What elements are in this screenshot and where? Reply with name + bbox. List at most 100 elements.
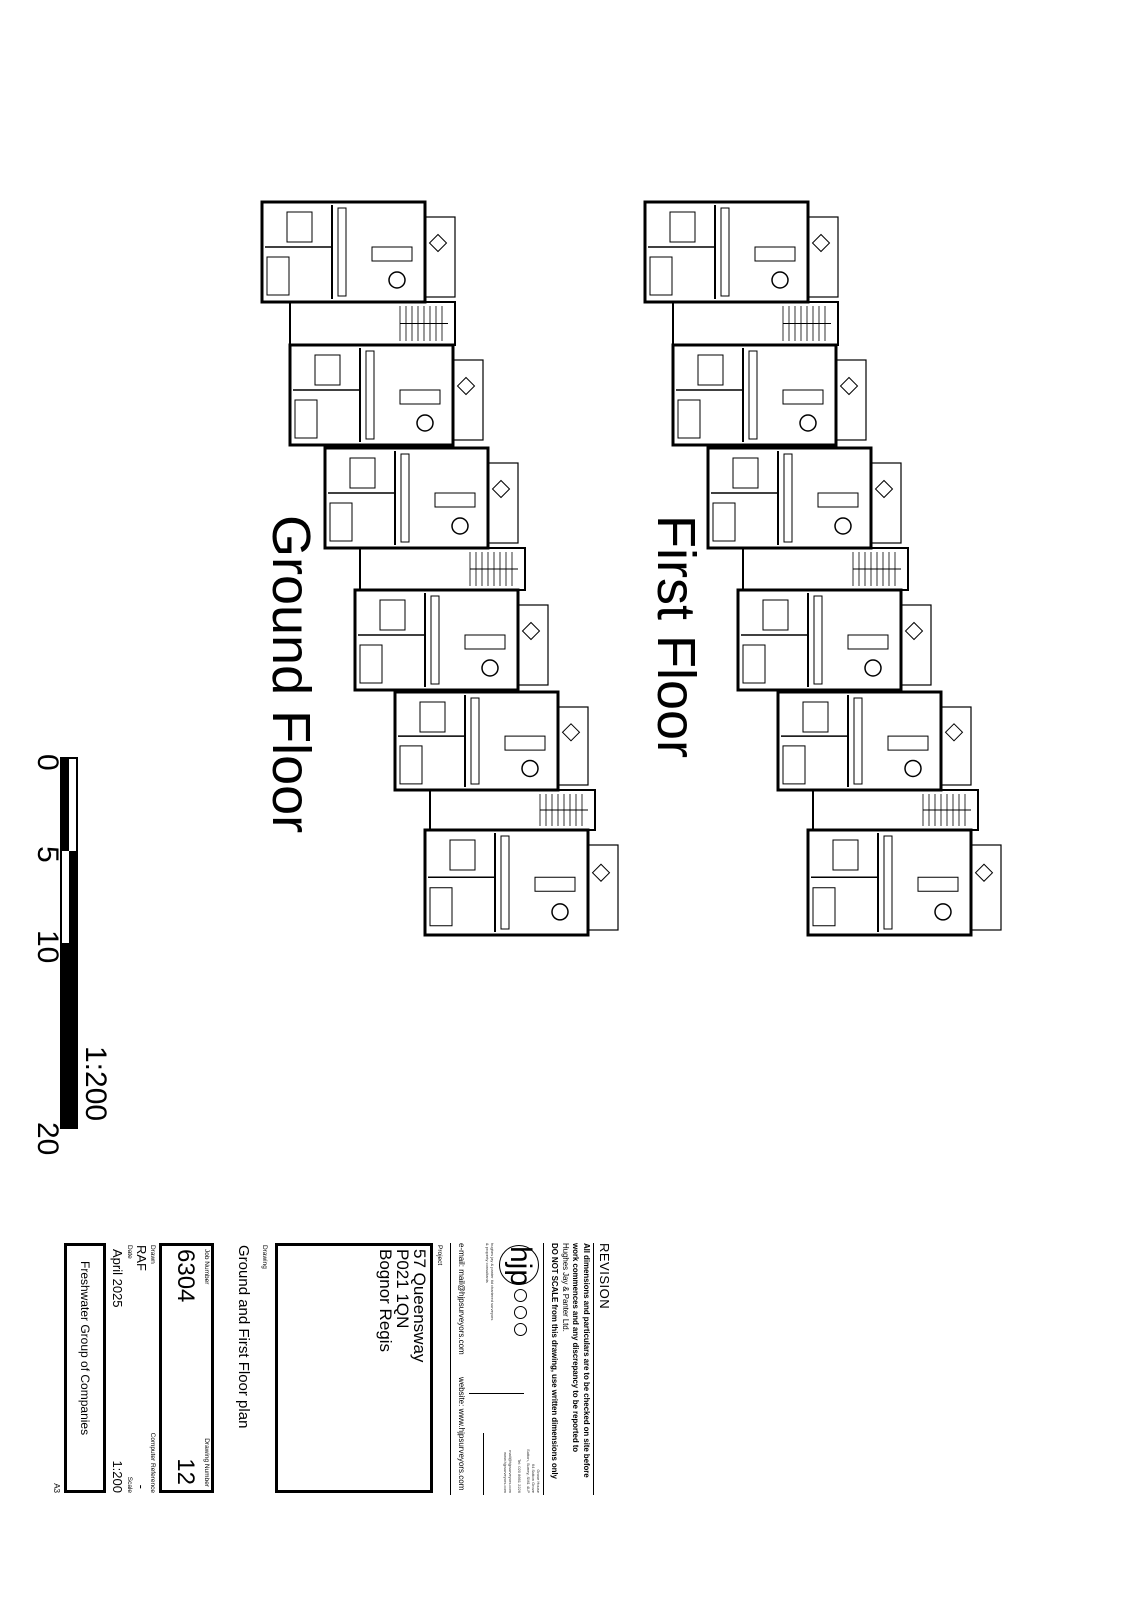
drawing-number: 12: [172, 1458, 199, 1485]
address-line: www.hjpsurveyors.com: [503, 1452, 508, 1493]
dining-table: [834, 517, 852, 535]
balcony-chair: [944, 723, 964, 742]
kitchen-counter: [748, 350, 758, 440]
website-text: website: www.hjpsurveyors.com: [457, 1377, 466, 1491]
dining-table: [799, 414, 817, 432]
disclaimer-text-1: All dimensions and particulars are to be…: [571, 1243, 592, 1478]
bath: [812, 887, 836, 927]
balcony-chair: [974, 863, 994, 882]
balcony-chair: [591, 863, 611, 882]
bed: [669, 211, 696, 243]
bed: [802, 701, 829, 733]
sofa: [504, 735, 546, 751]
ground-floor-label: Ground Floor: [261, 515, 321, 834]
project-line: 57 Queensway: [410, 1249, 429, 1363]
balcony-chair: [521, 621, 541, 641]
dining-table: [388, 271, 406, 289]
drawn-label: Drawn: [149, 1245, 156, 1264]
project-line: P021 1QN: [393, 1249, 412, 1329]
balcony: [517, 604, 549, 686]
bed: [314, 354, 341, 386]
sofa: [534, 876, 576, 892]
sofa: [754, 246, 796, 262]
dining-table: [481, 659, 499, 677]
divider: [450, 1243, 451, 1495]
sofa: [917, 876, 959, 892]
bed: [349, 457, 376, 489]
address-line: Tel: 020 8661 2226: [517, 1458, 522, 1493]
project-line: Bognor Regis: [376, 1249, 395, 1353]
sofa: [434, 492, 476, 508]
job-number-label: Job Number: [203, 1249, 210, 1285]
kitchen-counter: [365, 350, 375, 440]
sofa: [847, 634, 889, 650]
sofa: [371, 246, 413, 262]
drawing-number-label: Drawing Number: [203, 1438, 210, 1487]
disclaimer-company: Hughes Jay & Panter Ltd.: [561, 1243, 570, 1332]
stair-core: [429, 789, 596, 831]
address-line: Grove House: [536, 1469, 541, 1493]
bed: [449, 839, 476, 871]
dining-table: [934, 903, 952, 921]
dining-table: [771, 271, 789, 289]
kitchen-counter: [400, 453, 410, 543]
stair-core: [359, 547, 526, 591]
email-text: e-mail: mail@hjpsurveyors.com: [457, 1243, 466, 1355]
scale-tick-10: 10: [31, 930, 64, 964]
balcony: [557, 706, 589, 786]
balcony-chair: [456, 376, 476, 396]
bath: [677, 399, 701, 439]
bed: [419, 701, 446, 733]
kitchen-counter: [337, 207, 347, 297]
date-value: April 2025: [110, 1249, 125, 1308]
balcony: [587, 844, 619, 931]
stair-core: [672, 301, 839, 346]
dining-table: [451, 517, 469, 535]
company-address: Grove House 64 Sutton Grove Sutton, Surr…: [503, 1433, 541, 1493]
balcony: [487, 462, 519, 544]
kitchen-counter: [883, 835, 893, 930]
divider: [543, 1243, 544, 1495]
kitchen-counter: [853, 697, 863, 785]
divider: [483, 1433, 484, 1495]
dining-table: [416, 414, 434, 432]
balcony: [835, 359, 867, 441]
computer-reference-label: Computer Reference: [149, 1432, 156, 1493]
sofa: [782, 389, 824, 405]
sheet-size: A3: [52, 1483, 61, 1493]
kitchen-counter: [470, 697, 480, 785]
disclaimer-text-2: DO NOT SCALE from this drawing, use writ…: [550, 1243, 560, 1479]
bath: [399, 745, 423, 785]
bath: [294, 399, 318, 439]
address-line: 64 Sutton Grove: [531, 1463, 536, 1493]
balcony-chair: [904, 621, 924, 641]
dining-table: [904, 759, 922, 778]
sofa: [399, 389, 441, 405]
bath: [359, 644, 383, 684]
logo-circle-icon: [514, 1323, 527, 1336]
project-address: 57 Queensway P021 1QN Bognor Regis: [376, 1249, 429, 1363]
divider: [593, 1243, 594, 1495]
kitchen-counter: [500, 835, 510, 930]
company-tagline: hughes jay & panter ltd chartered survey…: [485, 1243, 495, 1321]
scale-ratio-label: 1:200: [79, 1046, 112, 1122]
balcony: [970, 844, 1002, 931]
bed: [732, 457, 759, 489]
stair-core: [742, 547, 909, 591]
disclaimer: All dimensions and particulars are to be…: [549, 1243, 592, 1495]
bath: [782, 745, 806, 785]
balcony: [940, 706, 972, 786]
client-name: Freshwater Group of Companies: [78, 1261, 92, 1436]
bed: [379, 599, 406, 631]
balcony: [807, 216, 839, 298]
balcony: [424, 216, 456, 298]
job-number: 6304: [172, 1249, 199, 1303]
date-label: Date: [126, 1245, 133, 1259]
logo-circle-icon: [514, 1306, 527, 1319]
dining-table: [551, 903, 569, 921]
sofa: [817, 492, 859, 508]
balcony: [900, 604, 932, 686]
address-line: Sutton, Surrey, SM1 4LP: [526, 1449, 531, 1493]
hjp-logo: hjp: [499, 1245, 539, 1286]
